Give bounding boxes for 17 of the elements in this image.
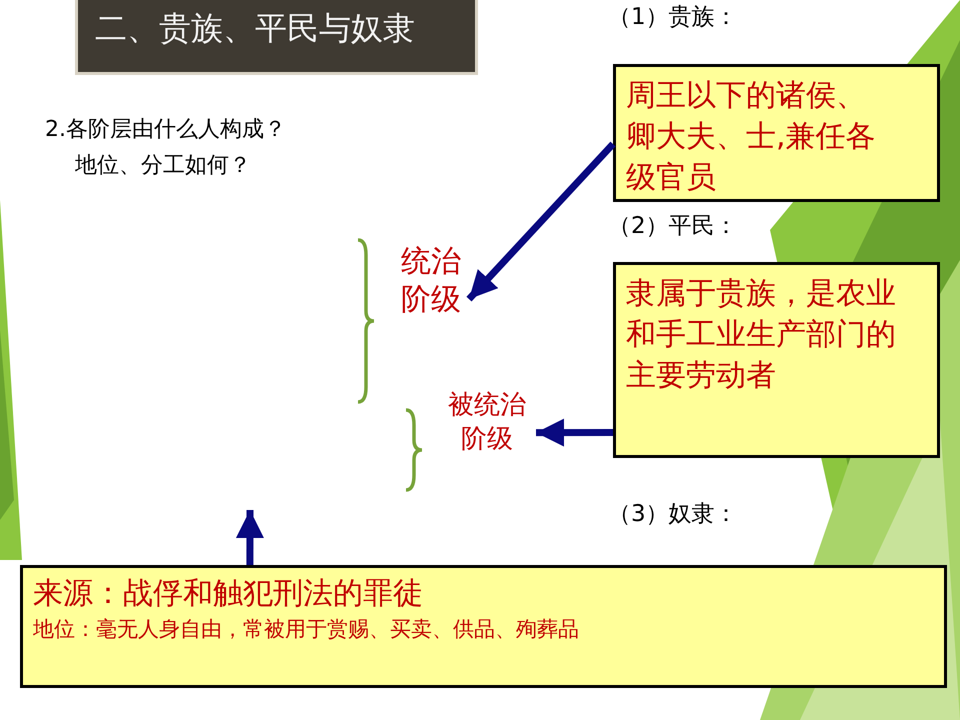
note-box: [613, 262, 940, 458]
note-text: 地位：毫无人身自由，常被用于赏赐、买卖、供品、殉葬品: [33, 616, 580, 643]
section-label: （2）平民：: [608, 212, 738, 241]
note-box: [613, 64, 940, 202]
arrow: [536, 418, 613, 447]
class-label: 被统治阶级: [438, 388, 536, 460]
class-label: 统治阶级: [393, 243, 469, 321]
title-text: 二、贵族、平民与奴隶: [95, 8, 415, 49]
note-text: 来源：战俘和触犯刑法的罪徒: [33, 576, 424, 612]
note-text: 隶属于贵族，是农业和手工业生产部门的主要劳动者: [626, 275, 897, 395]
note-text: 周王以下的诸侯、卿大夫、士,兼任各级官员: [626, 77, 877, 197]
section-label: （3）奴隶：: [608, 500, 738, 529]
note-box: [20, 565, 947, 688]
question-text: 2.各阶层由什么人构成？地位、分工如何？: [45, 116, 287, 180]
arrow: [236, 510, 264, 566]
section-label: （1）贵族：: [608, 4, 738, 30]
arrow: [466, 142, 616, 302]
